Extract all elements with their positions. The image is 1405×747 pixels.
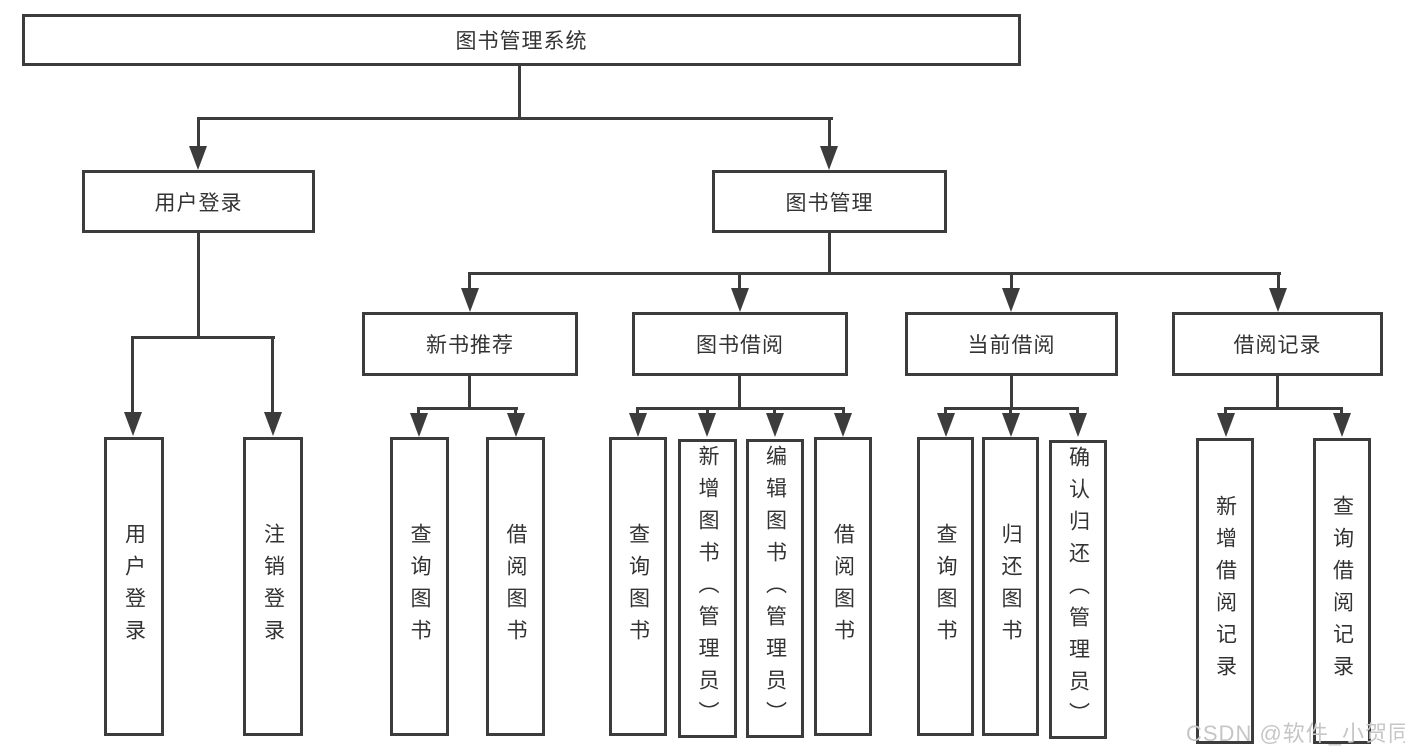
leaf-edit-books-admin-label: 编辑图书（管理员） — [763, 444, 787, 733]
connector-drop-leaf — [271, 336, 274, 416]
arrowhead-down-icon — [189, 146, 207, 170]
arrowhead-down-icon — [264, 412, 282, 436]
arrowhead-down-icon — [834, 413, 852, 437]
connector-level3-rail — [468, 272, 1281, 275]
arrowhead-down-icon — [1002, 288, 1020, 312]
leaf-confirm-return-admin-label: 确认归还（管理员） — [1066, 445, 1090, 734]
connector-rail — [1224, 407, 1343, 410]
node-book-management: 图书管理 — [712, 170, 947, 233]
leaf-query-books-3-label: 查询图书 — [934, 522, 957, 651]
node-book-management-label: 图书管理 — [785, 191, 874, 215]
connector-drop-book-mgmt — [828, 117, 831, 150]
node-current-borrowing-label: 当前借阅 — [967, 334, 1056, 357]
arrowhead-down-icon — [1002, 413, 1020, 437]
leaf-confirm-return-admin: 确认归还（管理员） — [1049, 440, 1107, 739]
leaf-query-books-2: 查询图书 — [609, 437, 667, 736]
connector-stem — [738, 376, 741, 409]
connector-level2-rail — [197, 117, 833, 120]
arrowhead-down-icon — [410, 413, 428, 437]
connector-user-login-stem — [197, 233, 200, 339]
leaf-borrow-books-1-label: 借阅图书 — [504, 522, 527, 651]
arrowhead-down-icon — [507, 413, 525, 437]
leaf-query-borrow-record: 查询借阅记录 — [1313, 438, 1371, 744]
leaf-query-books-2-label: 查询图书 — [626, 522, 650, 651]
leaf-add-books-admin: 新增图书（管理员） — [678, 439, 737, 738]
node-book-borrowing: 图书借阅 — [632, 312, 848, 376]
arrowhead-down-icon — [1217, 413, 1235, 437]
node-library-system-label: 图书管理系统 — [455, 30, 588, 53]
connector-rail — [636, 407, 845, 410]
leaf-borrow-books-2-label: 借阅图书 — [831, 522, 855, 651]
leaf-user-login-label: 用户登录 — [122, 522, 146, 651]
arrowhead-down-icon — [461, 288, 479, 312]
connector-drop-new-book — [468, 272, 471, 294]
connector-root-stem — [518, 66, 521, 119]
node-user-login: 用户登录 — [82, 170, 315, 233]
leaf-return-books-label: 归还图书 — [999, 522, 1022, 651]
node-borrowing-records-label: 借阅记录 — [1233, 334, 1322, 357]
connector-book-mgmt-stem — [828, 233, 831, 275]
leaf-logout: 注销登录 — [243, 437, 303, 736]
connector-drop-book-borrow — [738, 272, 741, 294]
connector-drop-borrow-records — [1277, 272, 1280, 294]
leaf-query-books-3: 查询图书 — [917, 437, 974, 736]
arrowhead-down-icon — [820, 146, 838, 170]
arrowhead-down-icon — [124, 412, 142, 436]
arrowhead-down-icon — [698, 413, 716, 437]
leaf-add-borrow-record-label: 新增借阅记录 — [1213, 495, 1237, 687]
node-book-borrowing-label: 图书借阅 — [696, 334, 784, 357]
leaf-return-books: 归还图书 — [982, 437, 1039, 736]
leaf-logout-label: 注销登录 — [261, 522, 285, 651]
leaf-borrow-books-2: 借阅图书 — [814, 437, 872, 736]
leaf-add-books-admin-label: 新增图书（管理员） — [696, 444, 719, 733]
node-borrowing-records: 借阅记录 — [1172, 312, 1383, 376]
arrowhead-down-icon — [766, 413, 784, 437]
connector-rail — [418, 407, 518, 410]
leaf-query-borrow-record-label: 查询借阅记录 — [1330, 495, 1354, 687]
arrowhead-down-icon — [629, 413, 647, 437]
leaf-edit-books-admin: 编辑图书（管理员） — [746, 439, 804, 738]
connector-stem — [1276, 376, 1279, 409]
node-library-system: 图书管理系统 — [22, 14, 1021, 66]
arrowhead-down-icon — [1069, 413, 1087, 437]
connector-drop-leaf — [131, 336, 134, 416]
leaf-borrow-books-1: 借阅图书 — [486, 437, 545, 736]
node-user-login-label: 用户登录 — [154, 191, 243, 215]
connector-user-login-rail — [132, 336, 275, 339]
node-new-book-recommendation: 新书推荐 — [362, 312, 578, 376]
leaf-user-login: 用户登录 — [104, 437, 164, 736]
leaf-query-books-1-label: 查询图书 — [408, 522, 431, 651]
node-current-borrowing: 当前借阅 — [905, 312, 1118, 376]
arrowhead-down-icon — [937, 413, 955, 437]
leaf-query-books-1: 查询图书 — [390, 437, 449, 736]
arrowhead-down-icon — [1269, 288, 1287, 312]
connector-drop-current-borrow — [1010, 272, 1013, 294]
connector-drop-user-login — [197, 117, 200, 150]
leaf-add-borrow-record: 新增借阅记录 — [1196, 438, 1254, 744]
connector-stem — [1010, 376, 1013, 409]
arrowhead-down-icon — [731, 288, 749, 312]
connector-stem — [468, 376, 471, 409]
node-new-book-recommendation-label: 新书推荐 — [426, 334, 514, 357]
csdn-watermark: CSDN @软件_小贺同学 — [1186, 721, 1405, 746]
arrowhead-down-icon — [1333, 413, 1351, 437]
